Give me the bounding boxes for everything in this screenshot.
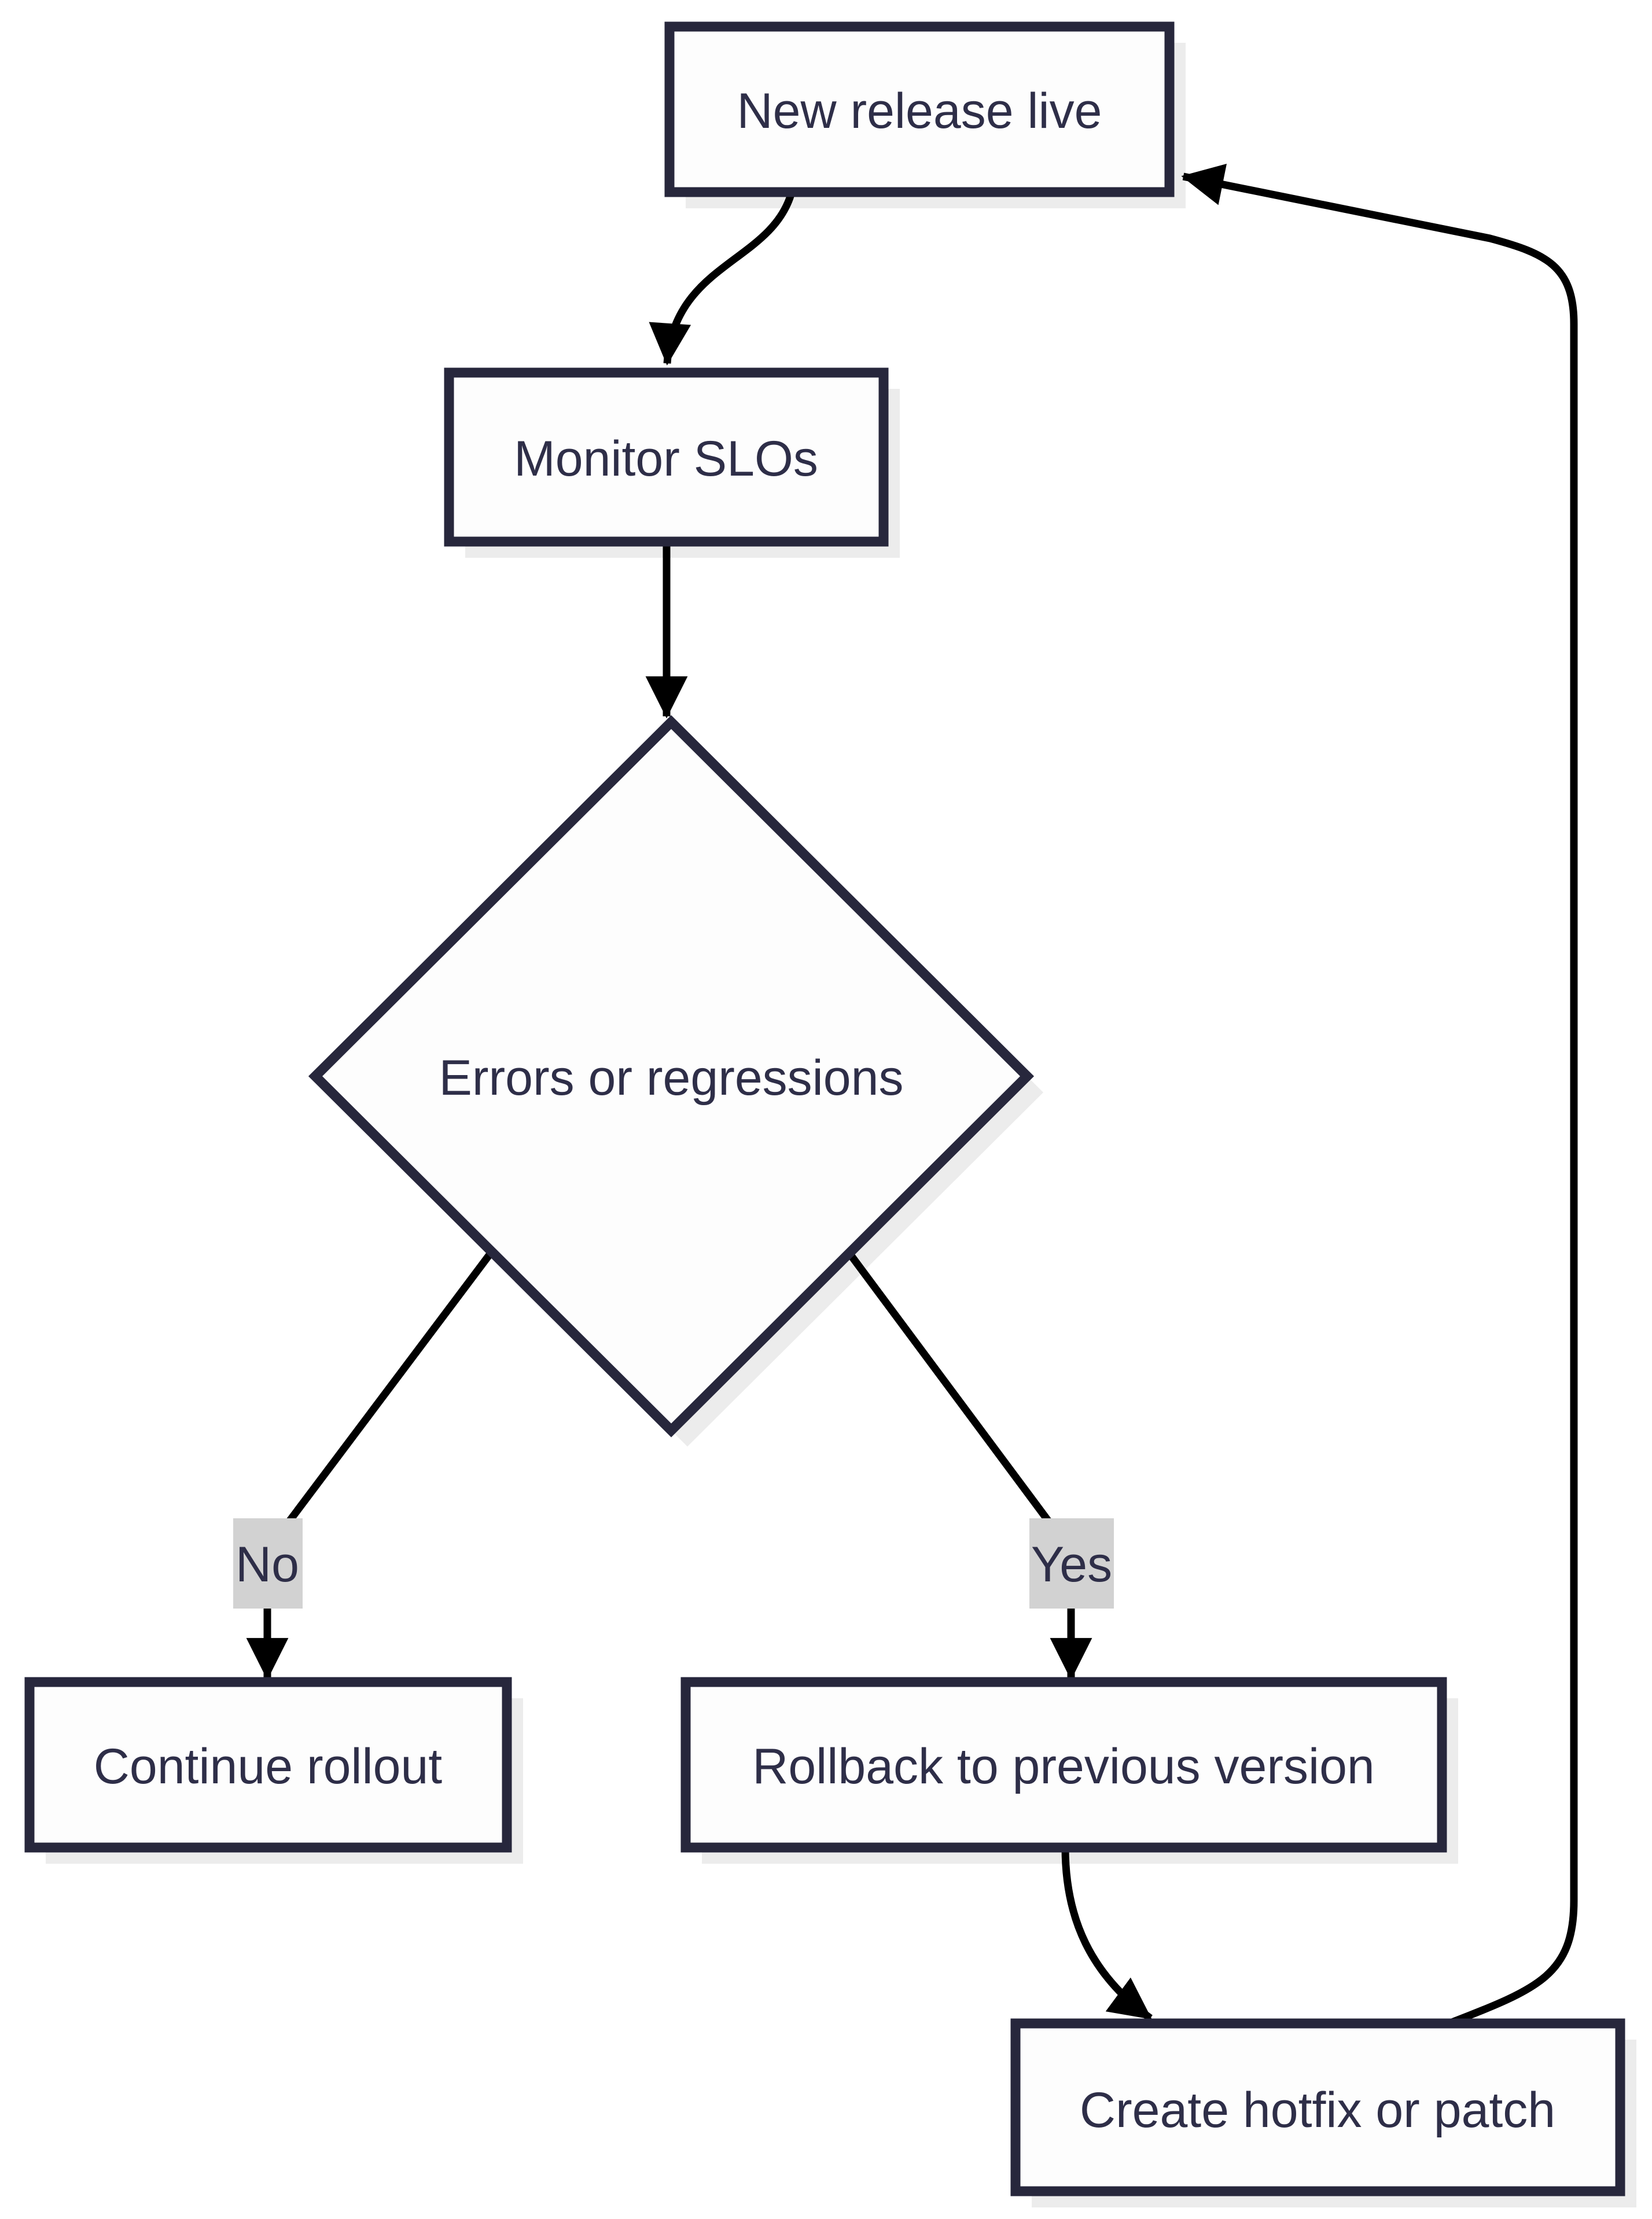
edge-label-no-text: No [236,1537,299,1592]
edge-label-yes-text: Yes [1031,1537,1112,1592]
errors-decision-diamond [308,715,1035,1437]
edge-new-release-to-monitor [649,193,795,366]
monitor-slos-box [444,367,889,547]
node-create-hotfix: Create hotfix or patch [1010,2018,1625,2196]
edge-hotfix-to-new-release [1181,164,1578,2027]
edge-rollback-to-hotfix [1061,1847,1153,2022]
edge-decision-to-no-label [284,1249,495,1526]
new-release-label: New release live [737,83,1102,139]
edge-label-no: No [233,1518,303,1609]
node-errors-decision: Errors or regressions [308,715,1035,1437]
edge-label-yes-bg [1029,1518,1114,1609]
edge-decision-to-yes-label [846,1251,1054,1526]
rollback-label: Rollback to previous version [752,1739,1375,1794]
node-new-release: New release live [664,21,1175,197]
create-hotfix-label: Create hotfix or patch [1080,2082,1555,2138]
continue-rollout-box [24,1677,512,1853]
node-continue-rollout: Continue rollout [24,1677,512,1853]
node-monitor-slos: Monitor SLOs [444,367,889,547]
monitor-slos-label: Monitor SLOs [514,431,818,487]
edge-label-yes: Yes [1029,1518,1114,1609]
create-hotfix-box [1010,2018,1625,2196]
edge-layer [246,164,1578,2027]
rollback-box [680,1677,1447,1853]
edge-label-no-bg [233,1518,303,1609]
errors-decision-label: Errors or regressions [439,1050,904,1106]
continue-rollout-label: Continue rollout [94,1739,442,1794]
new-release-box [664,21,1175,197]
node-rollback: Rollback to previous version [680,1677,1447,1853]
